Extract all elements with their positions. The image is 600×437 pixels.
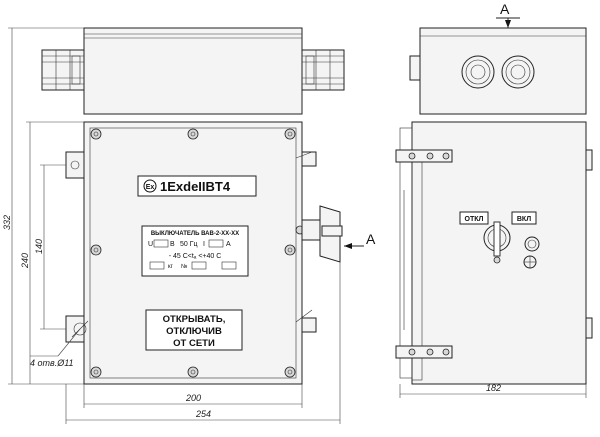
- gland-end-right: [501, 55, 535, 89]
- front-dimensions: 332 240 140 4 отв.Ø11 200 254 А: [2, 27, 376, 424]
- warning-plate: ОТКРЫВАТЬ, ОТКЛЮЧИВ ОТ СЕТИ: [145, 309, 243, 351]
- warning-line-2: ОТКЛЮЧИВ: [166, 326, 222, 337]
- i-unit: А: [226, 241, 231, 248]
- i-label: I: [203, 241, 205, 248]
- indicator-lamp: [524, 236, 540, 252]
- left-cable-gland: [41, 49, 85, 91]
- frequency: 50 Гц: [180, 241, 198, 248]
- hinges: [395, 149, 453, 359]
- ex-marking-text: 1ExdeIIBT4: [160, 179, 231, 194]
- side-view: А: [395, 1, 593, 398]
- dim-mount-height: 140: [34, 239, 44, 254]
- dim-depth: 182: [486, 383, 501, 393]
- dim-body-height: 240: [20, 253, 30, 269]
- operating-handle: [301, 205, 343, 263]
- off-label: ОТКЛ: [465, 216, 484, 223]
- right-cable-gland: [301, 49, 345, 91]
- u-label: U: [148, 241, 153, 248]
- nameplate-title: ВЫКЛЮЧАТЕЛЬ ВАВ-2-ХХ-ХХ: [151, 231, 239, 237]
- temperature-range: - 45 С<tₐ <+40 С: [169, 253, 222, 260]
- cover-bolts: [90, 128, 305, 378]
- dim-mount-width: 200: [185, 393, 201, 403]
- front-view: Ex 1ExdeIIBT4 ВЫКЛЮЧАТЕЛЬ ВАВ-2-ХХ-ХХ U …: [41, 27, 345, 385]
- nameplate: ВЫКЛЮЧАТЕЛЬ ВАВ-2-ХХ-ХХ U В 50 Гц I А - …: [141, 225, 249, 277]
- gland-end-left: [461, 55, 495, 89]
- ex-logo-icon: [143, 179, 157, 193]
- ex-marking-plate: Ex 1ExdeIIBT4: [137, 175, 257, 197]
- u-unit: В: [170, 241, 175, 248]
- section-arrow-label: А: [366, 231, 376, 247]
- ex-logo-letters: Ex: [146, 184, 155, 191]
- rotary-switch: [483, 221, 511, 264]
- warning-line-3: ОТ СЕТИ: [173, 338, 215, 349]
- mass-unit: кг: [168, 264, 174, 270]
- dim-holes: 4 отв.Ø11: [30, 358, 74, 368]
- on-label: ВКЛ: [517, 216, 531, 223]
- dim-overall-width: 254: [195, 409, 211, 419]
- terminal-box: [83, 27, 303, 115]
- serial-label: №: [181, 263, 187, 270]
- warning-line-1: ОТКРЫВАТЬ,: [163, 314, 226, 325]
- ground-screw-icon: [523, 255, 537, 269]
- section-top-label: А: [500, 1, 510, 17]
- dim-overall-height: 332: [2, 215, 12, 230]
